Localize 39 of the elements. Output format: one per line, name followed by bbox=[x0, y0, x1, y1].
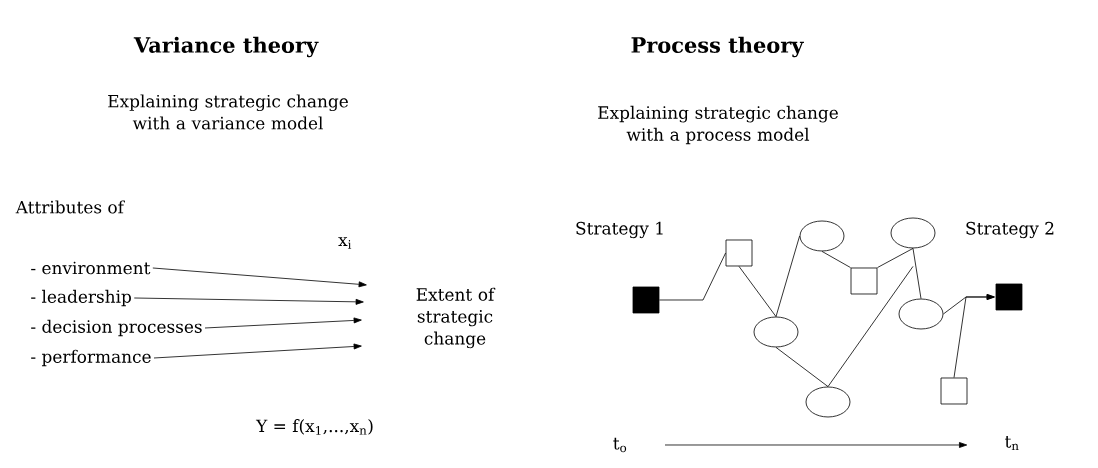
subtitle: Explaining strategic change with a variance model bbox=[108, 94, 348, 130]
connector-line bbox=[877, 248, 914, 268]
label: x$_{i}$ bbox=[338, 237, 352, 249]
attribute-text: - decision processes bbox=[31, 319, 202, 337]
connector-line bbox=[821, 251, 851, 268]
event-ellipse bbox=[799, 220, 845, 252]
attribute-text: - environment bbox=[31, 261, 151, 275]
strategy-label: Strategy 1 bbox=[576, 221, 663, 239]
event-ellipse bbox=[898, 298, 944, 330]
result-text: Extent of strategic change bbox=[416, 287, 496, 349]
label: Y = f(x$_{1}$,...,x$_{n}$) bbox=[255, 419, 373, 435]
arrow bbox=[133, 297, 364, 305]
strategy-label: Strategy 2 bbox=[966, 221, 1054, 239]
event-ellipse bbox=[805, 386, 851, 418]
connector-line bbox=[659, 252, 726, 301]
strategy-square bbox=[995, 283, 1023, 311]
event-square bbox=[940, 377, 968, 405]
label: t$_{o}$ bbox=[613, 437, 627, 453]
attribute-text: - leadership bbox=[31, 289, 131, 307]
attribute-text: - performance bbox=[31, 349, 151, 367]
label: t$_{n}$ bbox=[1005, 435, 1019, 451]
connector-line bbox=[912, 248, 922, 299]
heading: Process theory bbox=[631, 36, 804, 58]
arrow bbox=[204, 317, 362, 329]
connector-line bbox=[827, 266, 914, 387]
event-square bbox=[725, 239, 753, 267]
strategy-square bbox=[632, 286, 660, 314]
connector-line bbox=[775, 347, 829, 387]
event-square bbox=[850, 267, 878, 295]
arrow bbox=[152, 267, 367, 288]
connector-line bbox=[738, 266, 777, 317]
heading: Variance theory bbox=[133, 36, 319, 58]
subtitle: Explaining strategic change with a process model bbox=[598, 105, 838, 145]
arrow bbox=[153, 343, 362, 359]
arrow bbox=[953, 294, 995, 378]
event-ellipse bbox=[890, 217, 936, 249]
event-ellipse bbox=[753, 316, 799, 348]
label: Attributes of bbox=[15, 200, 125, 214]
connector-line bbox=[775, 235, 800, 317]
